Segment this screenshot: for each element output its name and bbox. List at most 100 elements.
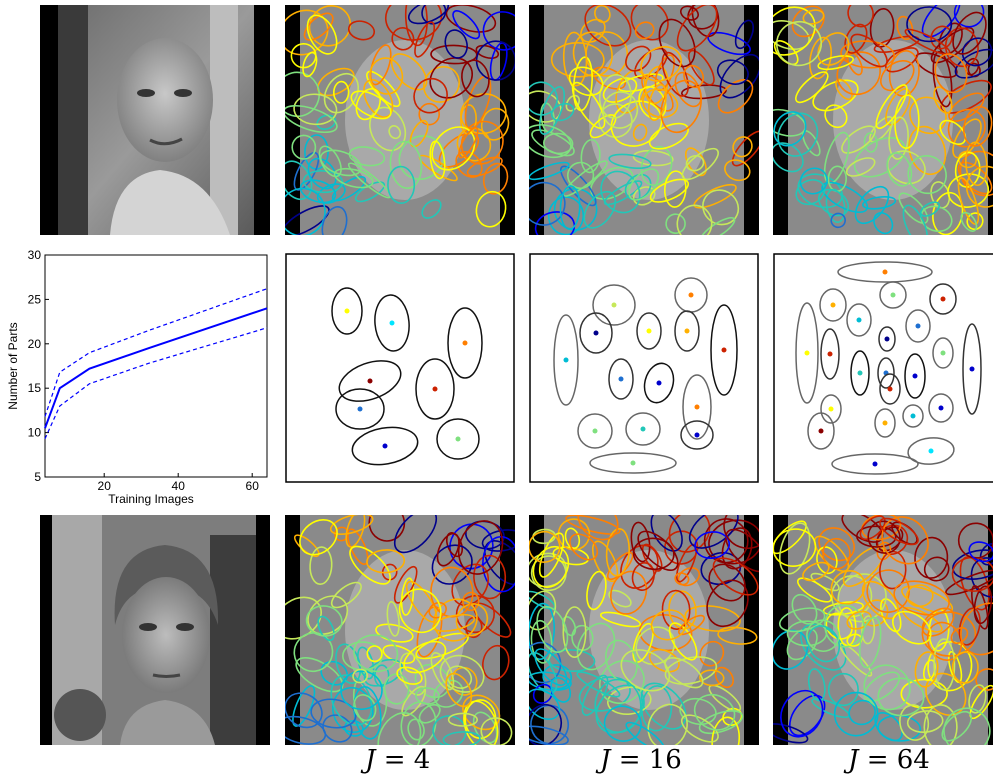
part-ellipse [591, 540, 619, 583]
part-ellipse [431, 544, 473, 585]
part-ellipse [550, 41, 605, 78]
part-ellipse [875, 84, 908, 130]
part-ellipse [529, 124, 572, 159]
part-ellipse [384, 5, 443, 41]
model-panel-j16 [529, 253, 759, 483]
model-part-center [357, 406, 363, 412]
part-ellipse [628, 168, 660, 201]
part-ellipse [335, 643, 362, 684]
model-part-center [872, 461, 878, 467]
part-ellipse [894, 94, 920, 149]
part-ellipse [340, 670, 383, 711]
model-part-ellipse [878, 326, 896, 352]
part-ellipse [543, 132, 574, 155]
model-part-ellipse [335, 388, 385, 430]
face-photo-top-image [58, 5, 270, 235]
part-ellipse [893, 580, 950, 616]
part-ellipse [290, 42, 317, 69]
part-ellipse [723, 515, 759, 550]
part-ellipse [610, 570, 648, 615]
model-svg [529, 253, 759, 483]
part-ellipse [650, 609, 687, 641]
part-ellipse [463, 700, 499, 745]
part-ellipse [458, 126, 479, 159]
face-photo-bottom-image [52, 515, 270, 745]
part-ellipse [906, 584, 934, 608]
part-ellipse [421, 199, 442, 219]
part-ellipse [442, 731, 481, 745]
part-ellipse [377, 712, 422, 745]
model-part-ellipse [795, 302, 819, 404]
part-ellipse [482, 644, 510, 681]
part-ellipse [664, 657, 704, 689]
part-ellipse [950, 626, 969, 645]
part-ellipse [530, 704, 570, 745]
part-ellipse [806, 619, 840, 653]
part-ellipse [576, 622, 616, 671]
part-ellipse [538, 532, 565, 578]
ellipse-overlay-bottom-j64 [773, 515, 993, 745]
part-ellipse [873, 212, 894, 235]
part-ellipse [590, 166, 634, 200]
part-ellipse [943, 707, 991, 745]
part-ellipse [409, 119, 429, 148]
model-part-ellipse [819, 288, 847, 322]
part-ellipse [352, 668, 369, 684]
part-ellipse [706, 579, 749, 628]
caption-num: 4 [413, 745, 431, 775]
model-part-ellipse [682, 374, 712, 440]
part-ellipse [817, 32, 850, 66]
model-part-center [367, 378, 373, 384]
part-ellipse [863, 671, 901, 702]
x-tick-label: 40 [172, 479, 186, 493]
part-ellipse [529, 81, 558, 116]
part-ellipse [322, 714, 353, 743]
model-part-ellipse [351, 426, 419, 466]
part-ellipse [407, 718, 425, 741]
part-ellipse [844, 23, 868, 54]
part-ellipse [363, 79, 394, 118]
part-ellipse [536, 606, 569, 653]
part-ellipse [858, 616, 882, 669]
part-ellipse [796, 577, 833, 603]
model-part-ellipse [905, 309, 931, 343]
part-ellipse [688, 49, 715, 86]
part-ellipse [415, 687, 440, 705]
model-part-center [432, 386, 438, 392]
part-ellipse [711, 716, 741, 745]
part-ellipse [716, 59, 749, 85]
caption-var: J [848, 745, 859, 775]
part-ellipse [660, 79, 702, 134]
overlay-face [345, 550, 465, 710]
part-ellipse [529, 688, 561, 721]
part-ellipse [387, 165, 416, 204]
part-ellipse [688, 515, 739, 549]
part-ellipse [594, 5, 611, 24]
model-part-ellipse [907, 437, 955, 465]
part-ellipse [605, 528, 630, 577]
part-ellipse [620, 649, 671, 692]
part-ellipse [461, 59, 490, 98]
part-ellipse [432, 715, 467, 745]
part-ellipse [630, 521, 651, 563]
model-part-ellipse [879, 373, 901, 405]
caption-eq: = [866, 745, 889, 775]
part-ellipse [320, 660, 349, 686]
part-ellipse [299, 518, 338, 556]
model-part-ellipse [577, 413, 613, 449]
y-tick-label: 10 [28, 426, 42, 440]
part-ellipse [679, 5, 700, 21]
model-part-ellipse [850, 350, 870, 396]
part-ellipse [569, 533, 599, 561]
part-ellipse [393, 565, 418, 604]
part-ellipse [951, 651, 979, 684]
model-part-center [887, 386, 893, 392]
model-part-ellipse [589, 452, 677, 474]
model-part-ellipse [831, 453, 919, 475]
ellipse-overlay-svg [529, 5, 759, 235]
part-ellipse [923, 556, 950, 582]
part-ellipse [559, 185, 581, 230]
model-part-ellipse [674, 310, 700, 352]
part-ellipse [323, 72, 360, 114]
part-ellipse [319, 149, 362, 177]
